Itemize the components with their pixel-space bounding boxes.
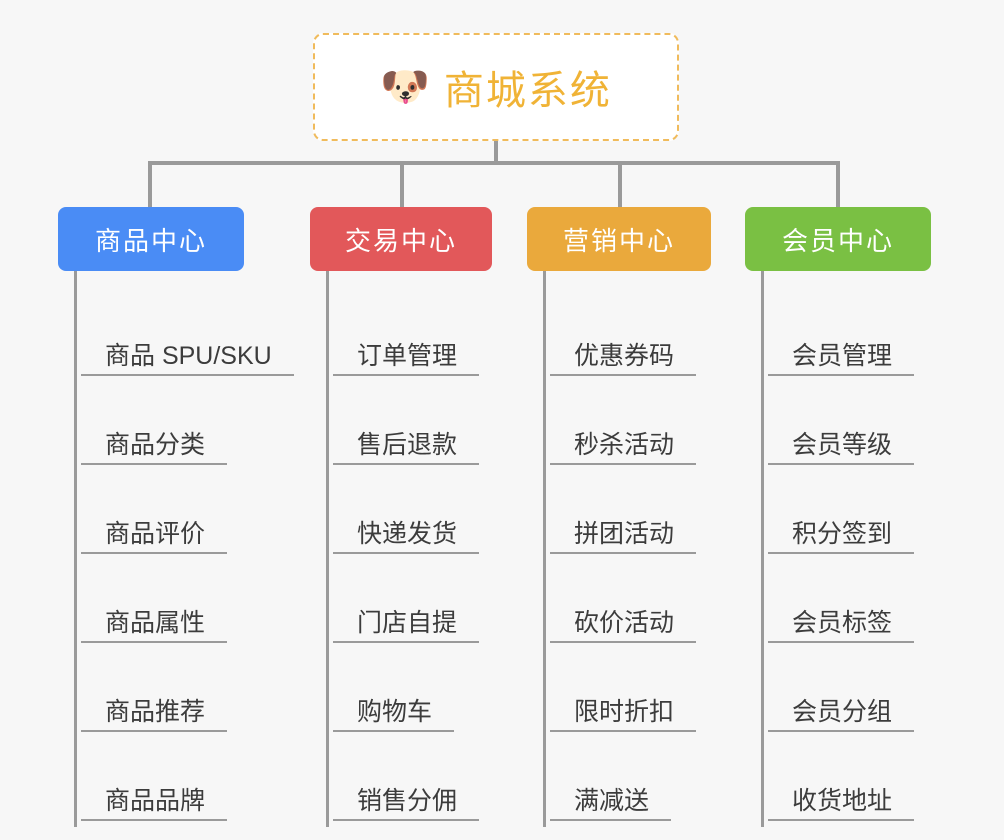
leaf-label: 商品推荐 xyxy=(81,699,228,732)
branch-label: 商品中心 xyxy=(94,225,207,256)
leaf-label: 收货地址 xyxy=(768,788,915,821)
list-item[interactable]: 门店自提 xyxy=(329,560,510,649)
connector-root-stem xyxy=(494,141,498,164)
list-item[interactable]: 拼团活动 xyxy=(546,471,727,560)
list-item[interactable]: 商品属性 xyxy=(77,560,258,649)
connector-drop-marketing-center xyxy=(618,161,622,207)
list-item[interactable]: 商品推荐 xyxy=(77,649,258,738)
branch-trade-center: 交易中心 订单管理 售后退款 快递发货 门店自提 购物车 销售分佣 xyxy=(310,207,510,827)
root-title: 商城系统 xyxy=(443,69,612,113)
list-item[interactable]: 限时折扣 xyxy=(546,649,727,738)
branch-header-trade-center[interactable]: 交易中心 xyxy=(310,207,492,271)
leaf-label: 满减送 xyxy=(550,788,672,821)
list-item[interactable]: 秒杀活动 xyxy=(546,382,727,471)
branch-label: 会员中心 xyxy=(781,225,894,256)
root-node[interactable]: 🐶 商城系统 xyxy=(313,33,679,141)
branch-member-center: 会员中心 会员管理 会员等级 积分签到 会员标签 会员分组 收货地址 xyxy=(745,207,945,827)
list-item[interactable]: 积分签到 xyxy=(764,471,945,560)
leaf-label: 会员标签 xyxy=(768,610,915,643)
leaf-label: 秒杀活动 xyxy=(550,432,697,465)
connector-drop-product-center xyxy=(148,161,152,207)
list-item[interactable]: 会员等级 xyxy=(764,382,945,471)
leaf-label: 商品属性 xyxy=(81,610,228,643)
list-item[interactable]: 售后退款 xyxy=(329,382,510,471)
branch-header-member-center[interactable]: 会员中心 xyxy=(745,207,931,271)
list-item[interactable]: 商品分类 xyxy=(77,382,258,471)
leaf-label: 拼团活动 xyxy=(550,521,697,554)
branch-marketing-center: 营销中心 优惠券码 秒杀活动 拼团活动 砍价活动 限时折扣 满减送 xyxy=(527,207,727,827)
leaf-label: 会员等级 xyxy=(768,432,915,465)
leaf-label: 会员分组 xyxy=(768,699,915,732)
leaf-label: 优惠券码 xyxy=(550,343,697,376)
leaf-label: 商品品牌 xyxy=(81,788,228,821)
leaf-label: 积分签到 xyxy=(768,521,915,554)
connector-horizontal-bus xyxy=(148,161,840,165)
connector-drop-trade-center xyxy=(400,161,404,207)
list-item[interactable]: 会员标签 xyxy=(764,560,945,649)
leaf-label: 销售分佣 xyxy=(333,788,480,821)
list-item[interactable]: 满减送 xyxy=(546,738,727,827)
leaf-label: 商品分类 xyxy=(81,432,228,465)
leaf-label: 订单管理 xyxy=(333,343,480,376)
leaf-stack-member-center: 会员管理 会员等级 积分签到 会员标签 会员分组 收货地址 xyxy=(761,271,945,827)
leaf-stack-product-center: 商品 SPU/SKU 商品分类 商品评价 商品属性 商品推荐 商品品牌 xyxy=(74,271,294,827)
list-item[interactable]: 优惠券码 xyxy=(546,293,727,382)
leaf-stack-marketing-center: 优惠券码 秒杀活动 拼团活动 砍价活动 限时折扣 满减送 xyxy=(543,271,727,827)
list-item[interactable]: 快递发货 xyxy=(329,471,510,560)
list-item[interactable]: 会员管理 xyxy=(764,293,945,382)
leaf-label: 商品评价 xyxy=(81,521,228,554)
branch-header-product-center[interactable]: 商品中心 xyxy=(58,207,244,271)
leaf-stack-trade-center: 订单管理 售后退款 快递发货 门店自提 购物车 销售分佣 xyxy=(326,271,510,827)
shiba-dog-face-icon: 🐶 xyxy=(380,65,430,109)
leaf-label: 门店自提 xyxy=(333,610,480,643)
connector-drop-member-center xyxy=(836,161,840,207)
list-item[interactable]: 商品 SPU/SKU xyxy=(77,293,294,382)
leaf-label: 商品 SPU/SKU xyxy=(81,343,294,376)
list-item[interactable]: 销售分佣 xyxy=(329,738,510,827)
list-item[interactable]: 订单管理 xyxy=(329,293,510,382)
list-item[interactable]: 砍价活动 xyxy=(546,560,727,649)
leaf-label: 快递发货 xyxy=(333,521,480,554)
leaf-label: 限时折扣 xyxy=(550,699,697,732)
list-item[interactable]: 商品评价 xyxy=(77,471,258,560)
leaf-label: 会员管理 xyxy=(768,343,915,376)
list-item[interactable]: 购物车 xyxy=(329,649,510,738)
leaf-label: 售后退款 xyxy=(333,432,480,465)
list-item[interactable]: 收货地址 xyxy=(764,738,945,827)
leaf-label: 购物车 xyxy=(333,699,455,732)
branch-product-center: 商品中心 商品 SPU/SKU 商品分类 商品评价 商品属性 商品推荐 商品品牌 xyxy=(58,207,294,827)
branch-header-marketing-center[interactable]: 营销中心 xyxy=(527,207,711,271)
branch-label: 交易中心 xyxy=(344,225,457,256)
leaf-label: 砍价活动 xyxy=(550,610,697,643)
list-item[interactable]: 商品品牌 xyxy=(77,738,258,827)
branch-label: 营销中心 xyxy=(562,225,675,256)
list-item[interactable]: 会员分组 xyxy=(764,649,945,738)
